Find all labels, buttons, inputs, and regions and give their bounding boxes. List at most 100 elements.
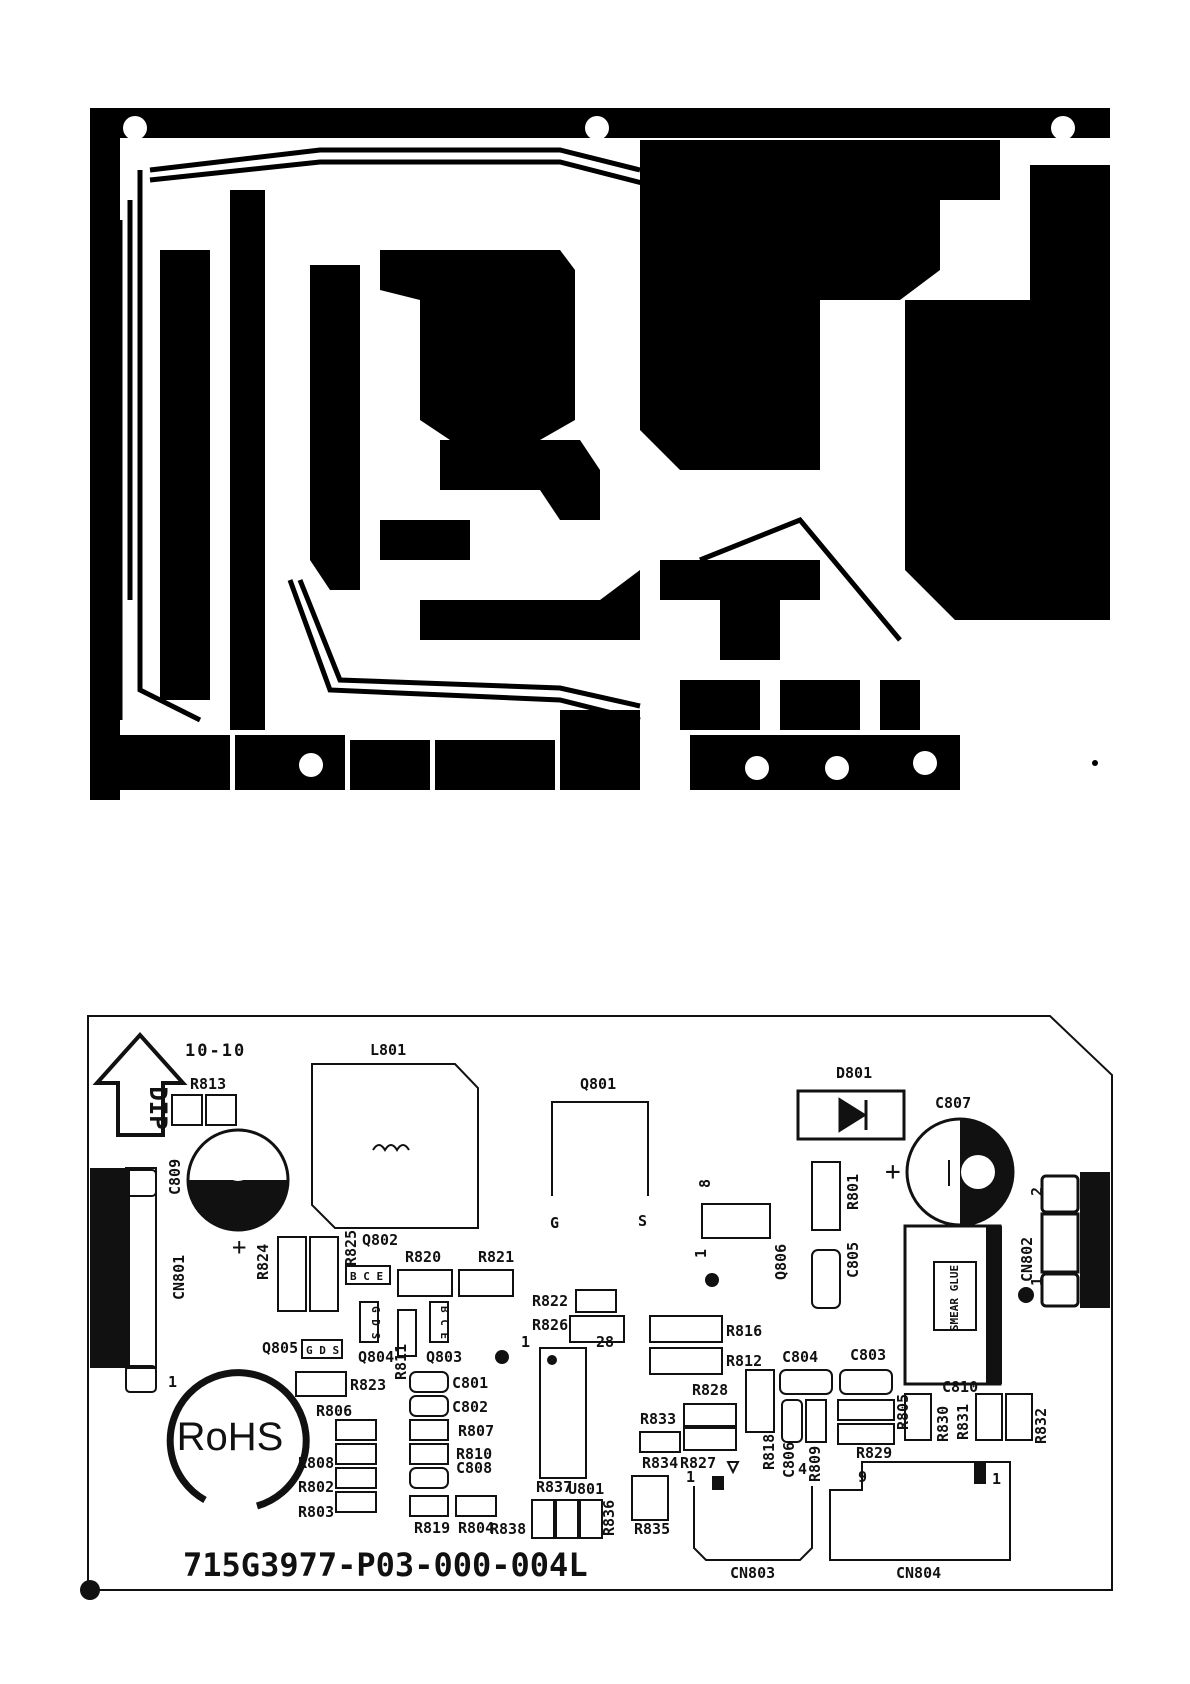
l801-label: L801 — [370, 1041, 406, 1059]
r810-label: R810 — [456, 1445, 492, 1463]
dip-direction-arrow: DIP — [92, 1032, 188, 1137]
r809-label: R809 — [806, 1446, 824, 1482]
r822-label: R822 — [532, 1292, 568, 1310]
cn801-connector — [90, 1167, 157, 1393]
u801-pin1: 1 — [521, 1333, 530, 1351]
r819-footprint — [409, 1495, 449, 1517]
r821-label: R821 — [478, 1248, 514, 1266]
c805-footprint — [811, 1249, 841, 1309]
q801-label: Q801 — [580, 1075, 616, 1093]
c804-label: C804 — [782, 1348, 818, 1366]
c801-footprint — [409, 1371, 449, 1393]
r831-label: R831 — [954, 1404, 972, 1440]
c809-label: C809 — [166, 1159, 184, 1195]
dip-mark: DIP — [144, 1086, 172, 1129]
r835-label: R835 — [634, 1520, 670, 1538]
c806-footprint — [781, 1399, 803, 1443]
c803-label: C803 — [850, 1346, 886, 1364]
r818-footprint — [745, 1369, 775, 1433]
q806-pin1-dot — [705, 1273, 719, 1287]
r826-footprint — [569, 1315, 625, 1343]
c806-label: C806 — [780, 1442, 798, 1478]
r813-label: R813 — [190, 1075, 226, 1093]
d801-outline — [796, 1089, 906, 1141]
q806-pin1: 1 — [692, 1249, 710, 1258]
r833-label: R833 — [640, 1410, 676, 1428]
r828-footprint — [683, 1403, 737, 1427]
r808-footprint — [335, 1419, 377, 1441]
c805-label: C805 — [844, 1242, 862, 1278]
r803-label: R803 — [298, 1503, 334, 1521]
q802-label: Q802 — [362, 1231, 398, 1249]
cn801-label: CN801 — [170, 1255, 188, 1300]
r820-label: R820 — [405, 1248, 441, 1266]
r825-label: R825 — [342, 1230, 360, 1266]
r806-label: R806 — [316, 1402, 352, 1420]
r832-footprint — [975, 1393, 1003, 1441]
l801-coil-symbol — [372, 1144, 410, 1152]
c807-label: C807 — [935, 1094, 971, 1112]
c808-label: C808 — [456, 1459, 492, 1477]
c802-label: C802 — [452, 1398, 488, 1416]
r820-footprint — [397, 1269, 453, 1297]
r812-label: R812 — [726, 1352, 762, 1370]
d801-diode-symbol — [838, 1097, 868, 1133]
rohs-badge — [166, 1369, 310, 1510]
r804-label: R804 — [458, 1519, 494, 1537]
r822-footprint — [575, 1289, 617, 1313]
q805-label: Q805 — [262, 1339, 298, 1357]
r813-footprint — [171, 1094, 203, 1126]
cn802-label: CN802 — [1018, 1237, 1036, 1282]
q804-pins: G D S — [369, 1306, 382, 1339]
r810-footprint — [409, 1443, 449, 1465]
cn802-connector — [1040, 1172, 1110, 1308]
r832-footprint-b — [1005, 1393, 1033, 1441]
cn804-connector — [829, 1461, 1011, 1561]
q801-pin-g: G — [550, 1214, 559, 1232]
mounting-holes — [123, 116, 1075, 780]
r833-footprint — [639, 1431, 681, 1453]
r824-footprint — [277, 1236, 307, 1312]
r836-footprint — [579, 1499, 603, 1539]
r824-label: R824 — [254, 1244, 272, 1280]
date-code: 10-10 — [185, 1041, 246, 1061]
cn804-label: CN804 — [896, 1564, 941, 1582]
u801-side-dot — [495, 1350, 509, 1364]
board-corner-dots — [99, 760, 1098, 766]
r828-footprint-b — [683, 1427, 737, 1451]
r818-label: R818 — [760, 1434, 778, 1470]
c809-capacitor — [186, 1128, 290, 1232]
c807-plus: + — [885, 1157, 901, 1187]
r801-label: R801 — [844, 1174, 862, 1210]
r803-footprint — [335, 1491, 377, 1513]
q805-pins: G D S — [306, 1344, 339, 1357]
r801-footprint — [811, 1161, 841, 1231]
l801-outline — [311, 1063, 479, 1229]
cn802-pin2: 2 — [1028, 1187, 1046, 1196]
q806-footprint — [701, 1203, 771, 1239]
q803-outline — [429, 1301, 449, 1343]
q802-outline — [345, 1265, 391, 1285]
u801-pin1-dot — [547, 1355, 557, 1365]
c801-label: C801 — [452, 1374, 488, 1392]
r823-footprint — [295, 1371, 347, 1397]
r802-footprint — [335, 1467, 377, 1489]
r819-label: R819 — [414, 1519, 450, 1537]
cn802-pin1-dot — [1018, 1287, 1034, 1303]
cn803-label: CN803 — [730, 1564, 775, 1582]
board-corner-mark — [80, 1580, 100, 1600]
r835-footprint — [631, 1475, 669, 1521]
c810-label: C810 — [942, 1378, 978, 1396]
r825-footprint — [309, 1236, 339, 1312]
cn804-pin1: 1 — [992, 1470, 1001, 1488]
r837-label: R837 — [536, 1478, 572, 1496]
r828-label: R828 — [692, 1381, 728, 1399]
r816-label: R816 — [726, 1322, 762, 1340]
r834-label: R834 — [642, 1454, 678, 1472]
r832-label: R832 — [1032, 1408, 1050, 1444]
q802-pins: B C E — [350, 1270, 383, 1283]
r809-footprint — [805, 1399, 827, 1443]
u801-pin28: 28 — [596, 1333, 614, 1351]
r807-footprint — [409, 1419, 449, 1441]
copper-traces — [117, 147, 902, 723]
